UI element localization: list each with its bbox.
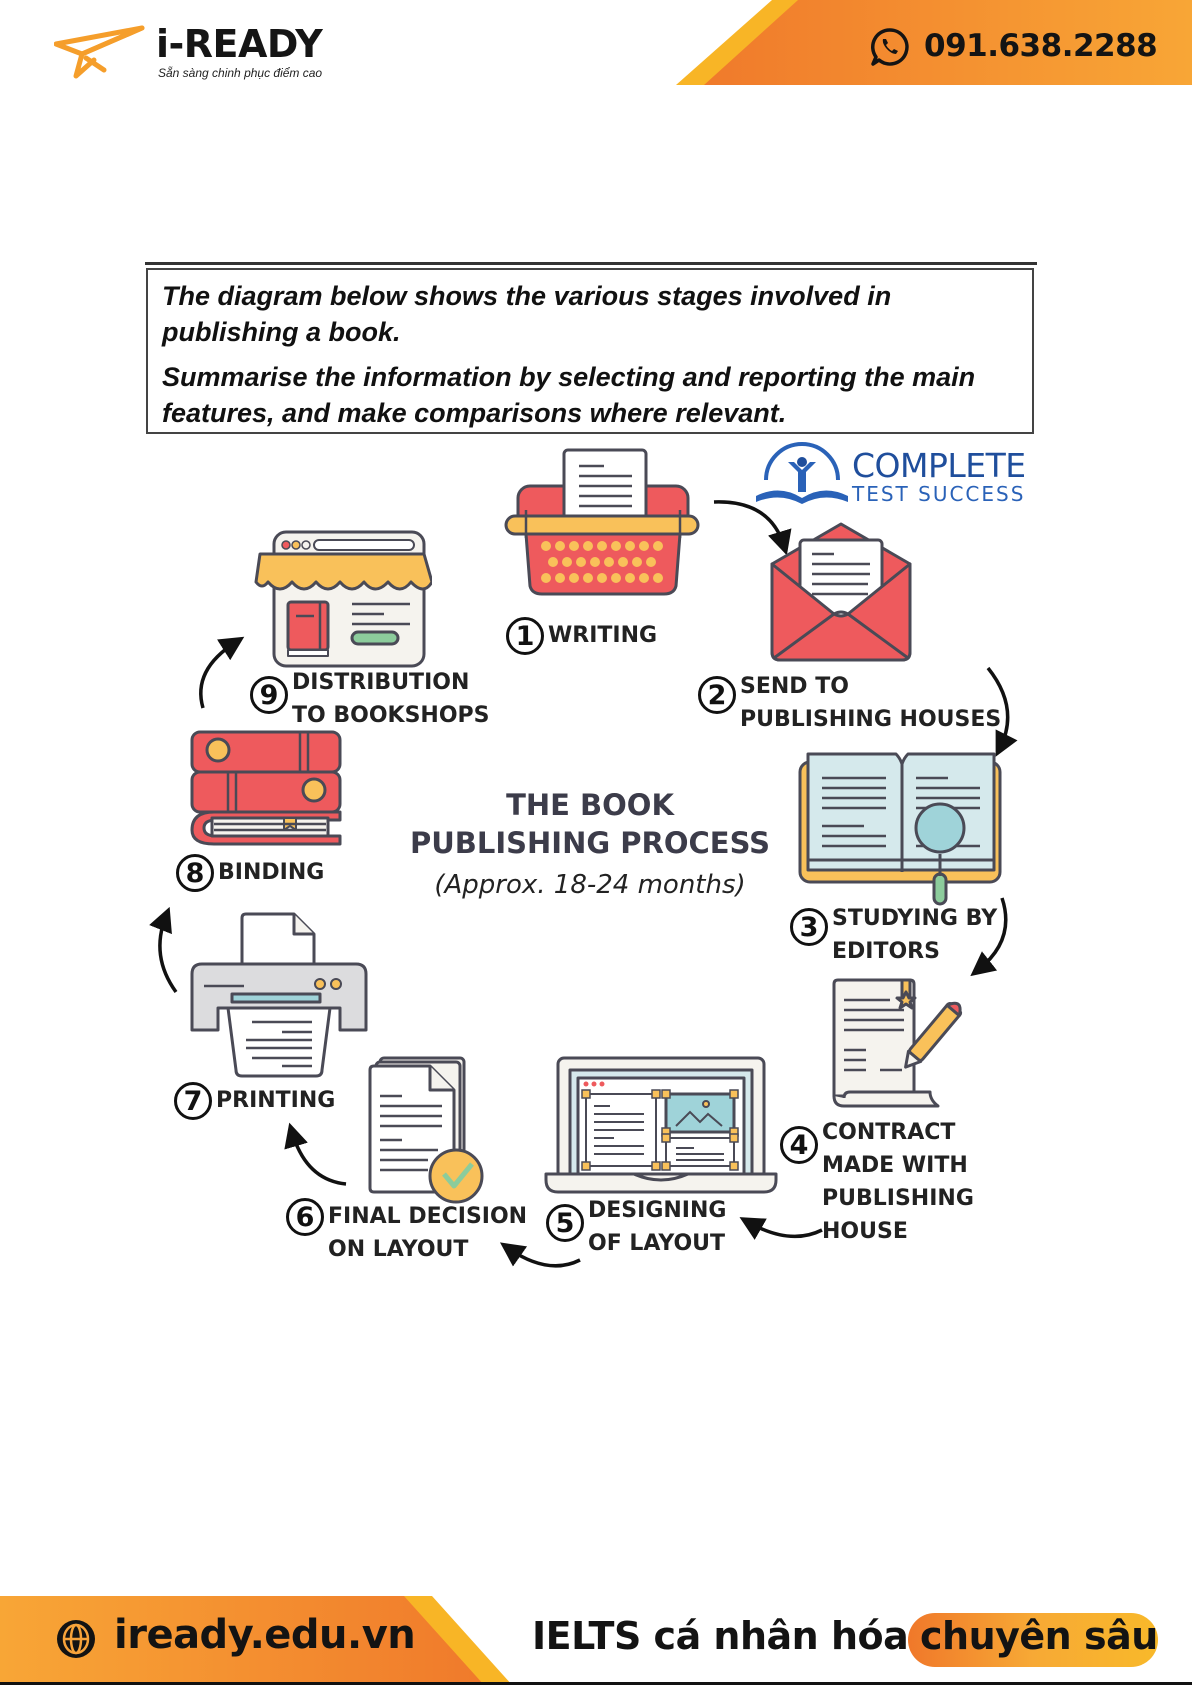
watermark-line-1: COMPLETE [852, 446, 1026, 485]
typewriter-key [625, 573, 635, 583]
website-link[interactable]: iready.edu.vn [114, 1612, 416, 1658]
stage-8-number: 8 [176, 854, 214, 892]
typewriter-key [555, 573, 565, 583]
arrow-1-to-2 [713, 500, 792, 556]
stage-2: 2 SEND TO PUBLISHING HOUSES [698, 670, 1001, 736]
stage-5: 5 DESIGNING OF LAYOUT [546, 1194, 726, 1260]
typewriter-key [611, 541, 621, 551]
open-book-magnifier-icon [798, 752, 1002, 906]
stage-3: 3 STUDYING BY EDITORS [790, 902, 997, 968]
arrow-5-to-6 [499, 1242, 581, 1268]
arrow-8-to-9 [199, 636, 245, 709]
stage-1-label: WRITING [548, 623, 658, 648]
diagram-title: THE BOOK PUBLISHING PROCESS (Approx. 18-… [400, 786, 780, 908]
brand-name: i-READY [156, 22, 323, 66]
typewriter-key [639, 573, 649, 583]
typewriter-key [555, 541, 565, 551]
slogan-highlight-text: chuyên sâu [920, 1614, 1158, 1658]
typewriter-key [541, 573, 551, 583]
footer-banner [0, 1596, 512, 1685]
typewriter-key [625, 541, 635, 551]
typewriter-key [618, 557, 628, 567]
typewriter-key [562, 557, 572, 567]
footer-slogan: IELTS cá nhân hóa [532, 1614, 909, 1658]
arrow-7-to-8 [149, 906, 178, 994]
diagram-title-line-2: PUBLISHING PROCESS [409, 826, 771, 860]
typewriter-key [611, 573, 621, 583]
stage-9: 9 DISTRIBUTION TO BOOKSHOPS [250, 666, 490, 732]
typewriter-key [639, 541, 649, 551]
watermark-line-2: TEST SUCCESS [852, 482, 1026, 506]
stage-7: 7 PRINTING [174, 1082, 336, 1120]
stage-3-label: STUDYING BY EDITORS [832, 906, 998, 964]
prompt-line-1: The diagram below shows the various stag… [162, 281, 892, 347]
slogan-highlight-pill [908, 1613, 1158, 1667]
stage-6: 6 FINAL DECISION ON LAYOUT [286, 1198, 528, 1266]
prompt-line-2: Summarise the information by selecting a… [162, 362, 976, 428]
typewriter-key [632, 557, 642, 567]
typewriter-key [583, 573, 593, 583]
diagram-duration: (Approx. 18-24 months) [434, 870, 746, 900]
diagram-title-line-1: THE BOOK [506, 788, 674, 822]
stage-6-label: FINAL DECISION ON LAYOUT [328, 1204, 528, 1262]
typewriter-key [646, 557, 656, 567]
paper-plane-logo-icon [54, 25, 145, 79]
typewriter-key [590, 557, 600, 567]
typewriter-key [597, 573, 607, 583]
phone-number[interactable]: 091.638.2288 [924, 28, 1158, 64]
stage-3-number: 3 [790, 908, 828, 946]
contract-pen-icon [832, 978, 963, 1108]
whatsapp-phone-icon [871, 28, 909, 66]
typewriter-key [604, 557, 614, 567]
envelope-letter-icon [770, 522, 912, 662]
typewriter-key [548, 557, 558, 567]
typewriter-key [569, 541, 579, 551]
complete-test-success-logo-icon [756, 442, 848, 504]
stage-4: 4 CONTRACT MADE WITH PUBLISHING HOUSE [780, 1116, 974, 1248]
printer-icon [190, 912, 368, 1078]
online-shop-icon [254, 530, 432, 668]
process-arrows [149, 500, 1018, 1268]
brand-tagline: Sẵn sàng chinh phục điểm cao [158, 66, 323, 80]
arrow-6-to-7 [284, 1122, 347, 1186]
stage-7-label: PRINTING [216, 1088, 336, 1113]
stage-4-number: 4 [780, 1126, 818, 1164]
arrow-3-to-4 [970, 897, 1008, 977]
arrow-4-to-5 [739, 1217, 823, 1240]
typewriter-key [576, 557, 586, 567]
stage-2-number: 2 [698, 676, 736, 714]
stage-1-number: 1 [506, 617, 544, 655]
typewriter-key [653, 541, 663, 551]
stage-4-label: CONTRACT MADE WITH PUBLISHING HOUSE [822, 1120, 974, 1244]
stage-5-number: 5 [546, 1204, 584, 1242]
stage-6-number: 6 [286, 1198, 324, 1236]
stage-1: 1 WRITING [506, 617, 658, 655]
stage-2-label: SEND TO PUBLISHING HOUSES [740, 674, 1002, 732]
stage-9-label: DISTRIBUTION TO BOOKSHOPS [292, 670, 490, 728]
stage-8-label: BINDING [218, 860, 325, 885]
typewriter-key [653, 573, 663, 583]
typewriter-key [569, 573, 579, 583]
prompt-top-rule [145, 262, 1037, 265]
globe-icon [57, 1620, 95, 1658]
stage-5-label: DESIGNING OF LAYOUT [588, 1198, 727, 1256]
footer-bottom-rule [0, 1682, 1192, 1685]
document-check-icon [368, 1056, 484, 1204]
typewriter-key [541, 541, 551, 551]
task-prompt-box: The diagram below shows the various stag… [146, 268, 1034, 434]
header-banner [676, 0, 1192, 85]
typewriter-key [597, 541, 607, 551]
typewriter-key [583, 541, 593, 551]
typewriter-icon [504, 448, 700, 596]
stage-8: 8 BINDING [176, 854, 325, 892]
book-stack-icon [190, 730, 342, 846]
arrow-2-to-3 [986, 666, 1018, 757]
laptop-layout-icon [544, 1056, 778, 1194]
stage-9-number: 9 [250, 676, 288, 714]
stage-7-number: 7 [174, 1082, 212, 1120]
